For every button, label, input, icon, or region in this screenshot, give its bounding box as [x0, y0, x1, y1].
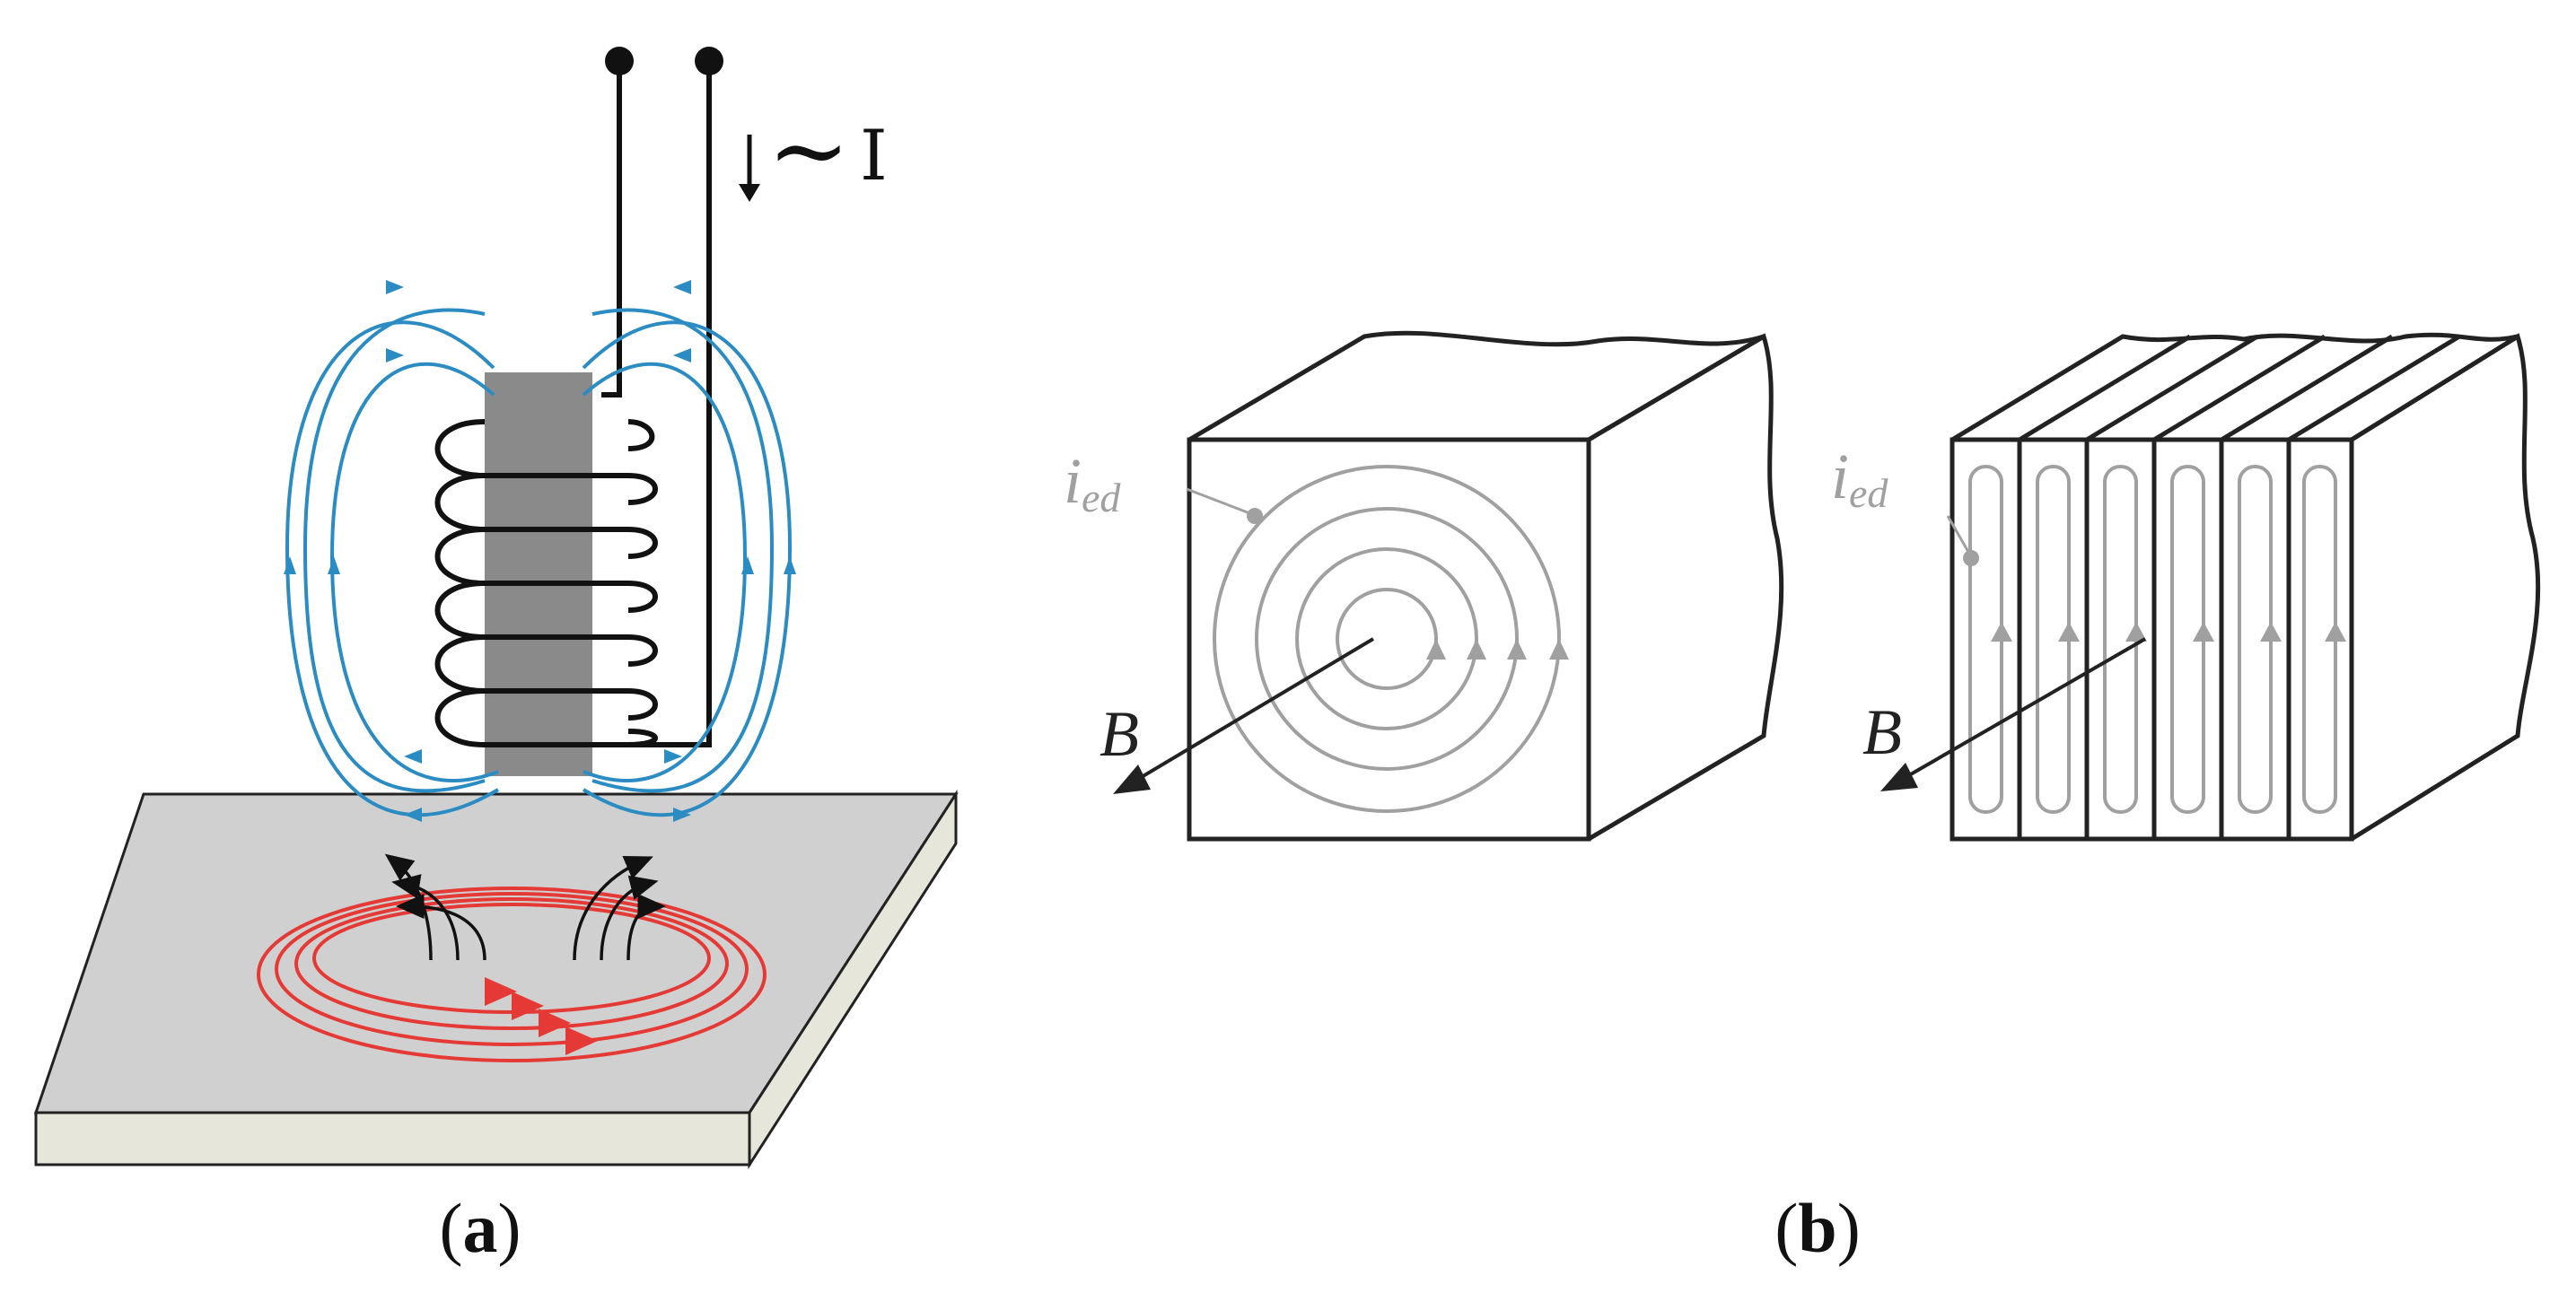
lamination-6 [2286, 437, 2354, 842]
solid-eddy-arrow-1 [1426, 639, 1446, 660]
field-arrow-6 [386, 348, 404, 363]
lam-b-label: B [1862, 696, 1902, 768]
coil-lead-right [628, 63, 712, 747]
field-line-right-outer-2 [591, 308, 775, 793]
solid-block-side [1587, 333, 1784, 842]
solid-ied-leader [1186, 487, 1253, 516]
lam-top-divider-5 [2287, 334, 2461, 442]
terminal-left [605, 47, 634, 75]
solid-eddy-arrow-2 [1467, 639, 1486, 660]
laminated-ied-label: ied [1831, 441, 1979, 566]
field-arrow-1 [284, 556, 296, 574]
eddy-loop-2 [294, 897, 729, 1030]
solid-eddy-arrow-4 [1549, 639, 1569, 660]
solid-core-block [1187, 330, 1784, 842]
laminated-core-block [1950, 332, 2541, 842]
lam-top-divider-4 [2220, 334, 2394, 442]
field-arrow-9 [673, 808, 691, 822]
lam-eddy-arrow-5 [2260, 622, 2282, 642]
solid-block-top [1187, 330, 1766, 442]
coil-lead-left [601, 63, 622, 398]
lam-eddy-arrow-2 [2058, 622, 2080, 642]
induced-line-right-1 [573, 856, 653, 961]
field-line-left-outer [285, 320, 500, 817]
induced-line-right-2 [600, 875, 659, 961]
laminated-eddy-arrows [1991, 622, 2346, 642]
plate-side-face [748, 789, 958, 1170]
field-line-left-outer-2 [302, 308, 486, 793]
conductive-plate [33, 789, 959, 1170]
solid-ied-dot [1247, 508, 1263, 524]
current-label: I [860, 116, 888, 197]
field-arrow-12 [673, 348, 691, 363]
magnetic-core [485, 372, 592, 776]
solid-b-arrow-head [1113, 764, 1151, 794]
plate-front-face [34, 1111, 751, 1166]
ac-symbol: ~ [767, 92, 850, 207]
field-arrow-10 [664, 749, 682, 764]
caption-a: (a) [440, 1189, 521, 1267]
solid-eddy-arrow-3 [1507, 639, 1527, 660]
lam-b-arrow-shaft [1901, 637, 2147, 781]
field-line-right-inner [582, 362, 748, 782]
laminations [1950, 437, 2354, 842]
plate-top-face [33, 792, 959, 1114]
field-arrow-3 [741, 556, 754, 574]
laminated-b-vector: B [1862, 637, 2147, 791]
eddy-loop-4 [257, 887, 767, 1062]
current-indicator: ~ I [739, 92, 888, 207]
field-arrow-4 [784, 556, 796, 574]
induced-line-right-3 [626, 894, 666, 961]
solid-b-label: B [1100, 698, 1139, 770]
field-line-left-inner [329, 362, 499, 782]
field-arrows [284, 280, 796, 822]
eddy-current-loops [257, 887, 767, 1062]
eddy-loop-3 [275, 892, 749, 1046]
induced-field-lines [384, 853, 666, 961]
solid-ied-label: ied [1064, 445, 1263, 524]
current-arrow-head [739, 184, 760, 202]
solid-eddy-arrows [1426, 639, 1569, 660]
magnetic-field-lines [285, 308, 793, 817]
solid-block-front [1187, 437, 1591, 842]
field-arrow-11 [673, 280, 691, 294]
solid-ied-text: ied [1064, 445, 1121, 520]
lam-ied-dot [1963, 550, 1979, 566]
solid-b-arrow-shaft [1134, 637, 1375, 782]
field-arrow-2 [328, 556, 340, 574]
panel-a: ~ I (a) [33, 47, 959, 1267]
lam-eddy-arrow-1 [1991, 622, 2012, 642]
laminated-block-side [2350, 333, 2541, 842]
field-arrow-7 [404, 808, 422, 822]
excitation-coil [434, 63, 712, 747]
induced-line-left-2 [391, 874, 460, 961]
field-line-right-outer [582, 320, 793, 817]
lam-top-divider-1 [2018, 334, 2192, 442]
lam-eddy-arrow-4 [2193, 622, 2214, 642]
panel-b: B ied [1064, 330, 2541, 1267]
coil-back-1 [627, 419, 655, 451]
lam-eddy-arrow-6 [2325, 622, 2346, 642]
field-arrow-5 [386, 280, 404, 294]
lam-top-divider-3 [2152, 334, 2326, 442]
lam-ied-leader [1946, 515, 1970, 553]
induced-line-left-3 [396, 894, 486, 961]
caption-b: (b) [1774, 1189, 1860, 1267]
lam-eddy-arrow-3 [2125, 622, 2147, 642]
lam-b-arrow-head [1880, 763, 1918, 791]
terminal-right [695, 47, 723, 75]
field-arrow-8 [404, 749, 422, 764]
solid-b-vector: B [1100, 637, 1375, 794]
coil-turn-6 [434, 688, 658, 747]
lam-top-divider-2 [2085, 334, 2259, 442]
lam-ied-text: ied [1831, 441, 1888, 516]
